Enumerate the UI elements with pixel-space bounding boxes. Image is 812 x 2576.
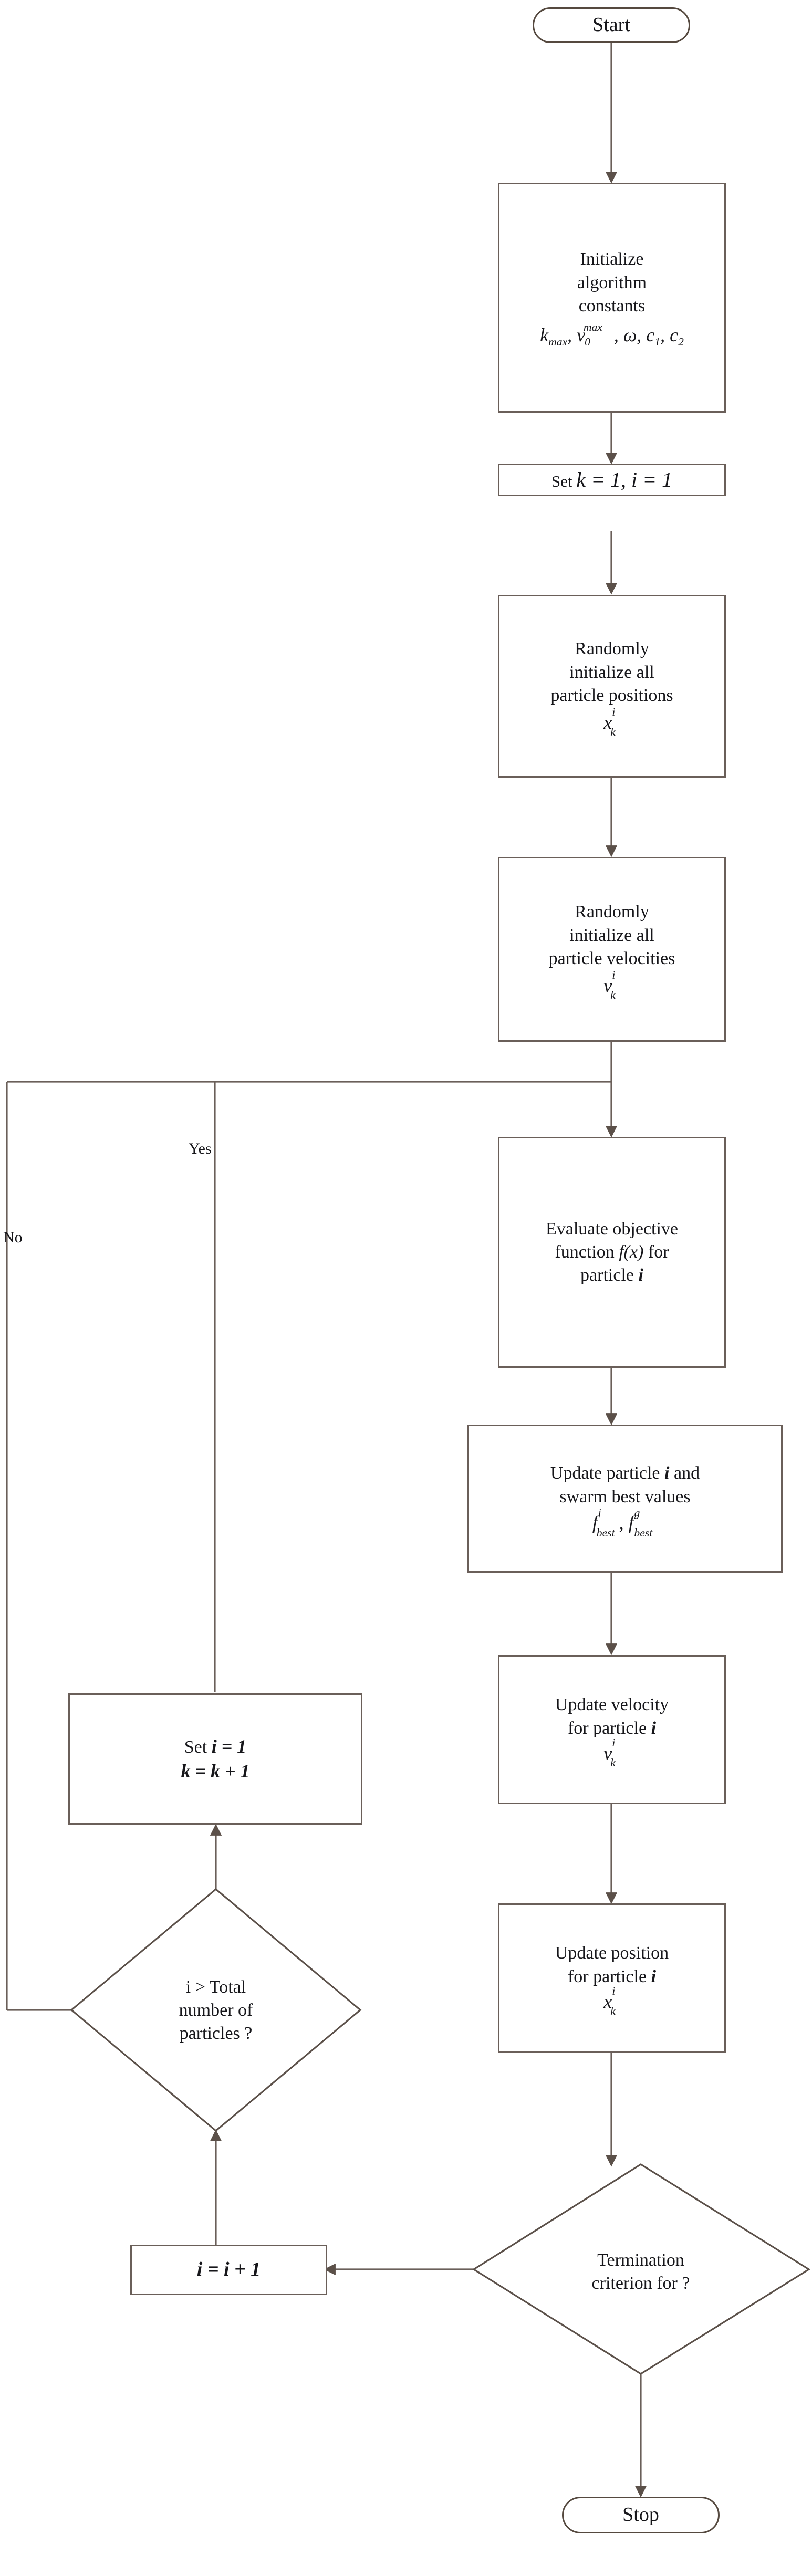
increment-i-label: i = i + 1	[132, 2257, 326, 2282]
set-k-i-label: Set k = 1, i = 1	[551, 468, 673, 491]
node-init-constants[interactable]: Initialize algorithm constants kmax, v0m…	[498, 183, 726, 413]
set-k-i-prefix: Set	[551, 472, 577, 490]
evaluate-line2: function f(x) for	[499, 1241, 724, 1264]
update-velocity-line2-var: i	[651, 1718, 657, 1738]
node-start-label: Start	[592, 14, 630, 36]
node-update-velocity[interactable]: Update velocity for particle i vik	[498, 1655, 726, 1804]
update-position-formula: xik	[603, 1984, 616, 2018]
node-evaluate[interactable]: Evaluate objective function f(x) for par…	[498, 1137, 726, 1368]
evaluate-line2-a: function	[555, 1242, 619, 1262]
decision-particles-line2: number of	[179, 2000, 253, 2020]
update-best-line1-a: Update particle	[550, 1463, 665, 1483]
node-decision-particles[interactable]: i > Total number of particles ?	[119, 1942, 313, 2079]
update-best-line1: Update particle i and	[469, 1462, 781, 1485]
evaluate-line3-var: i	[638, 1265, 643, 1285]
evaluate-line3: particle i	[499, 1264, 724, 1287]
init-constants-line1: Initialize	[580, 249, 644, 269]
update-position-line2-a: for particle	[567, 1966, 651, 1986]
update-velocity-line2: for particle i	[499, 1717, 724, 1740]
update-velocity-line1: Update velocity	[555, 1695, 669, 1715]
init-positions-formula: xik	[603, 706, 616, 739]
node-start[interactable]: Start	[533, 7, 690, 43]
evaluate-line2-formula: f(x)	[619, 1242, 644, 1262]
node-set-k-i[interactable]: Set k = 1, i = 1	[498, 464, 726, 496]
init-velocities-line1: Randomly	[575, 902, 649, 922]
init-positions-line2: initialize all	[569, 662, 654, 682]
node-stop[interactable]: Stop	[562, 2497, 720, 2533]
update-position-line2-var: i	[651, 1966, 657, 1986]
update-position-line1: Update position	[555, 1943, 669, 1963]
init-constants-line2: algorithm	[577, 273, 647, 292]
decision-termination-line1: Termination	[597, 2250, 684, 2270]
edge-label-no: No	[3, 1229, 23, 1246]
node-increment-i[interactable]: i = i + 1	[130, 2245, 327, 2295]
update-position-line2: for particle i	[499, 1965, 724, 1988]
node-set-i-k[interactable]: Set i = 1 k = k + 1	[68, 1693, 362, 1825]
set-i-k-line1-formula: i = 1	[211, 1736, 247, 1757]
node-update-position[interactable]: Update position for particle i xik	[498, 1903, 726, 2053]
update-best-line1-var: i	[664, 1463, 670, 1483]
update-best-line2: swarm best values	[559, 1486, 691, 1506]
decision-particles-line1: i > Total	[185, 1977, 246, 1997]
update-velocity-line2-a: for particle	[567, 1718, 651, 1738]
node-decision-termination[interactable]: Termination criterion for ?	[528, 2233, 754, 2311]
decision-particles-shape	[70, 1888, 362, 2132]
decision-termination-line2: criterion for ?	[591, 2274, 690, 2293]
set-i-k-line1: Set i = 1	[70, 1734, 361, 1759]
node-update-best[interactable]: Update particle i and swarm best values …	[467, 1425, 783, 1573]
node-init-positions[interactable]: Randomly initialize all particle positio…	[498, 595, 726, 778]
edge-label-yes: Yes	[189, 1140, 212, 1157]
init-positions-line1: Randomly	[575, 639, 649, 659]
node-stop-label: Stop	[622, 2504, 659, 2526]
init-constants-line3: constants	[578, 296, 646, 316]
update-best-formula: fibest, fgbest	[592, 1506, 653, 1540]
set-i-k-line2: k = k + 1	[70, 1759, 361, 1784]
evaluate-line2-b: for	[643, 1242, 669, 1262]
init-positions-line3: particle positions	[550, 685, 673, 705]
node-init-velocities[interactable]: Randomly initialize all particle velocit…	[498, 857, 726, 1042]
set-i-k-prefix: Set	[184, 1737, 212, 1757]
decision-particles-line3: particles ?	[179, 2024, 253, 2044]
init-constants-formula: kmax, v0max, ω, c1, c2	[540, 321, 684, 349]
set-i-k-line2-formula: k = k + 1	[181, 1761, 250, 1782]
update-velocity-formula: vik	[603, 1736, 616, 1769]
evaluate-line1: Evaluate objective	[545, 1219, 679, 1239]
decision-termination-shape	[472, 2163, 811, 2375]
evaluate-line3-a: particle	[580, 1265, 639, 1285]
init-velocities-line3: particle velocities	[548, 948, 675, 968]
init-velocities-formula: vik	[603, 969, 616, 1002]
update-best-line1-b: and	[669, 1463, 700, 1483]
increment-i-formula: i = i + 1	[196, 2258, 261, 2281]
init-velocities-line2: initialize all	[569, 925, 654, 945]
